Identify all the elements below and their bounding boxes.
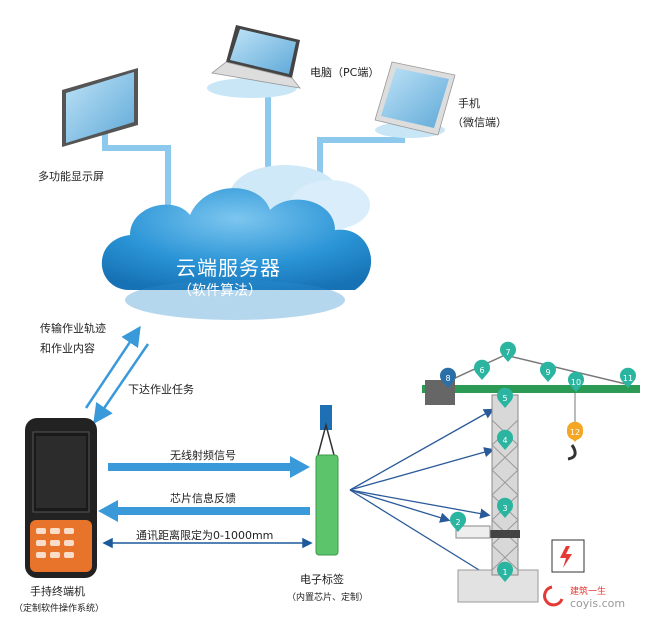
watermark-logo-icon (543, 585, 564, 607)
upload-label-2: 和作业内容 (40, 342, 95, 355)
crane-marker-label: 8 (445, 374, 450, 383)
phone-sublabel: （微信端） (452, 116, 507, 129)
crane-marker-label: 6 (479, 366, 484, 375)
crane-marker-label: 5 (502, 394, 507, 403)
electronic-tag-icon (315, 405, 339, 556)
crane-marker-3: 3 (496, 497, 513, 518)
crane-marker-label: 2 (455, 518, 460, 527)
crane-marker-12: 12 (567, 421, 583, 442)
crane-marker-label: 7 (505, 348, 510, 357)
pc-label: 电脑（PC端） (310, 66, 380, 79)
handheld-terminal-icon (25, 418, 97, 578)
tag-desc: （内置芯片、定制） (287, 593, 369, 603)
tablet-icon (374, 61, 456, 138)
display-monitor-icon (62, 68, 138, 147)
crane-marker-4: 4 (496, 429, 513, 450)
crane-marker-10: 10 (568, 371, 584, 392)
crane-marker-label: 9 (545, 368, 550, 377)
crane-marker-label: 1 (502, 568, 507, 577)
watermark-cn: 建筑一生 (570, 587, 607, 597)
cloud-server (101, 165, 372, 320)
tower-crane (422, 354, 640, 603)
distance-label: 通讯距离限定为0-1000mm (136, 529, 274, 542)
terminal-name: 手持终端机 (30, 585, 85, 598)
tag-crane-arrows (349, 408, 495, 580)
cloud-terminal-arrows (84, 325, 150, 425)
rf-signal-label: 无线射频信号 (170, 449, 236, 462)
crane-marker-11: 11 (619, 367, 636, 388)
crane-marker-9: 9 (540, 361, 556, 382)
crane-marker-6: 6 (474, 359, 490, 380)
watermark-url: coyis.com (570, 597, 626, 610)
chip-feedback-label: 芯片信息反馈 (170, 492, 236, 505)
phone-label: 手机 (458, 97, 480, 110)
cloud-subtitle: （软件算法） (178, 283, 262, 299)
terminal-desc: （定制软件操作系统） (14, 604, 105, 614)
upload-label-1: 传输作业轨迹 (40, 322, 106, 335)
crane-marker-label: 4 (502, 436, 507, 445)
tag-name: 电子标签 (300, 573, 344, 586)
crane-marker-8: 8 (440, 367, 456, 388)
display-label: 多功能显示屏 (38, 170, 104, 183)
crane-marker-label: 11 (623, 374, 633, 383)
cloud-title: 云端服务器 (176, 256, 281, 280)
download-label: 下达作业任务 (128, 383, 194, 396)
crane-marker-7: 7 (500, 341, 516, 362)
crane-marker-label: 10 (571, 378, 581, 387)
crane-marker-2: 2 (450, 511, 466, 532)
crane-marker-5: 5 (496, 387, 513, 408)
laptop-icon (207, 25, 301, 98)
crane-marker-label: 12 (570, 428, 580, 437)
crane-marker-1: 1 (496, 561, 513, 582)
crane-marker-label: 3 (502, 504, 507, 513)
rf-arrows (98, 456, 313, 549)
